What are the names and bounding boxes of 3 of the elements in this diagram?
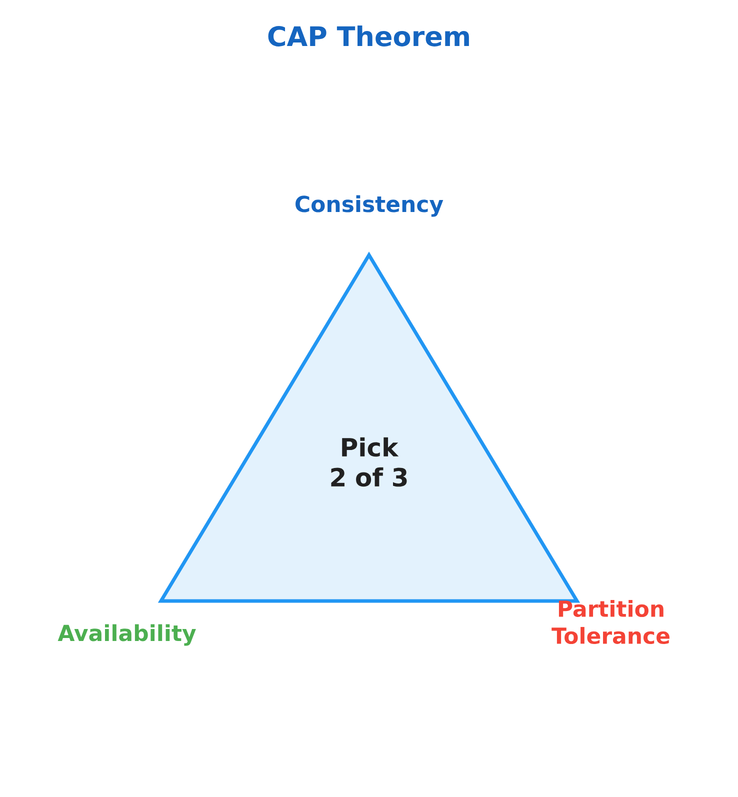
- vertex-label: Consistency: [296, 195, 444, 217]
- vertex-label: Availability: [58, 624, 196, 646]
- title: CAP Theorem: [268, 26, 469, 46]
